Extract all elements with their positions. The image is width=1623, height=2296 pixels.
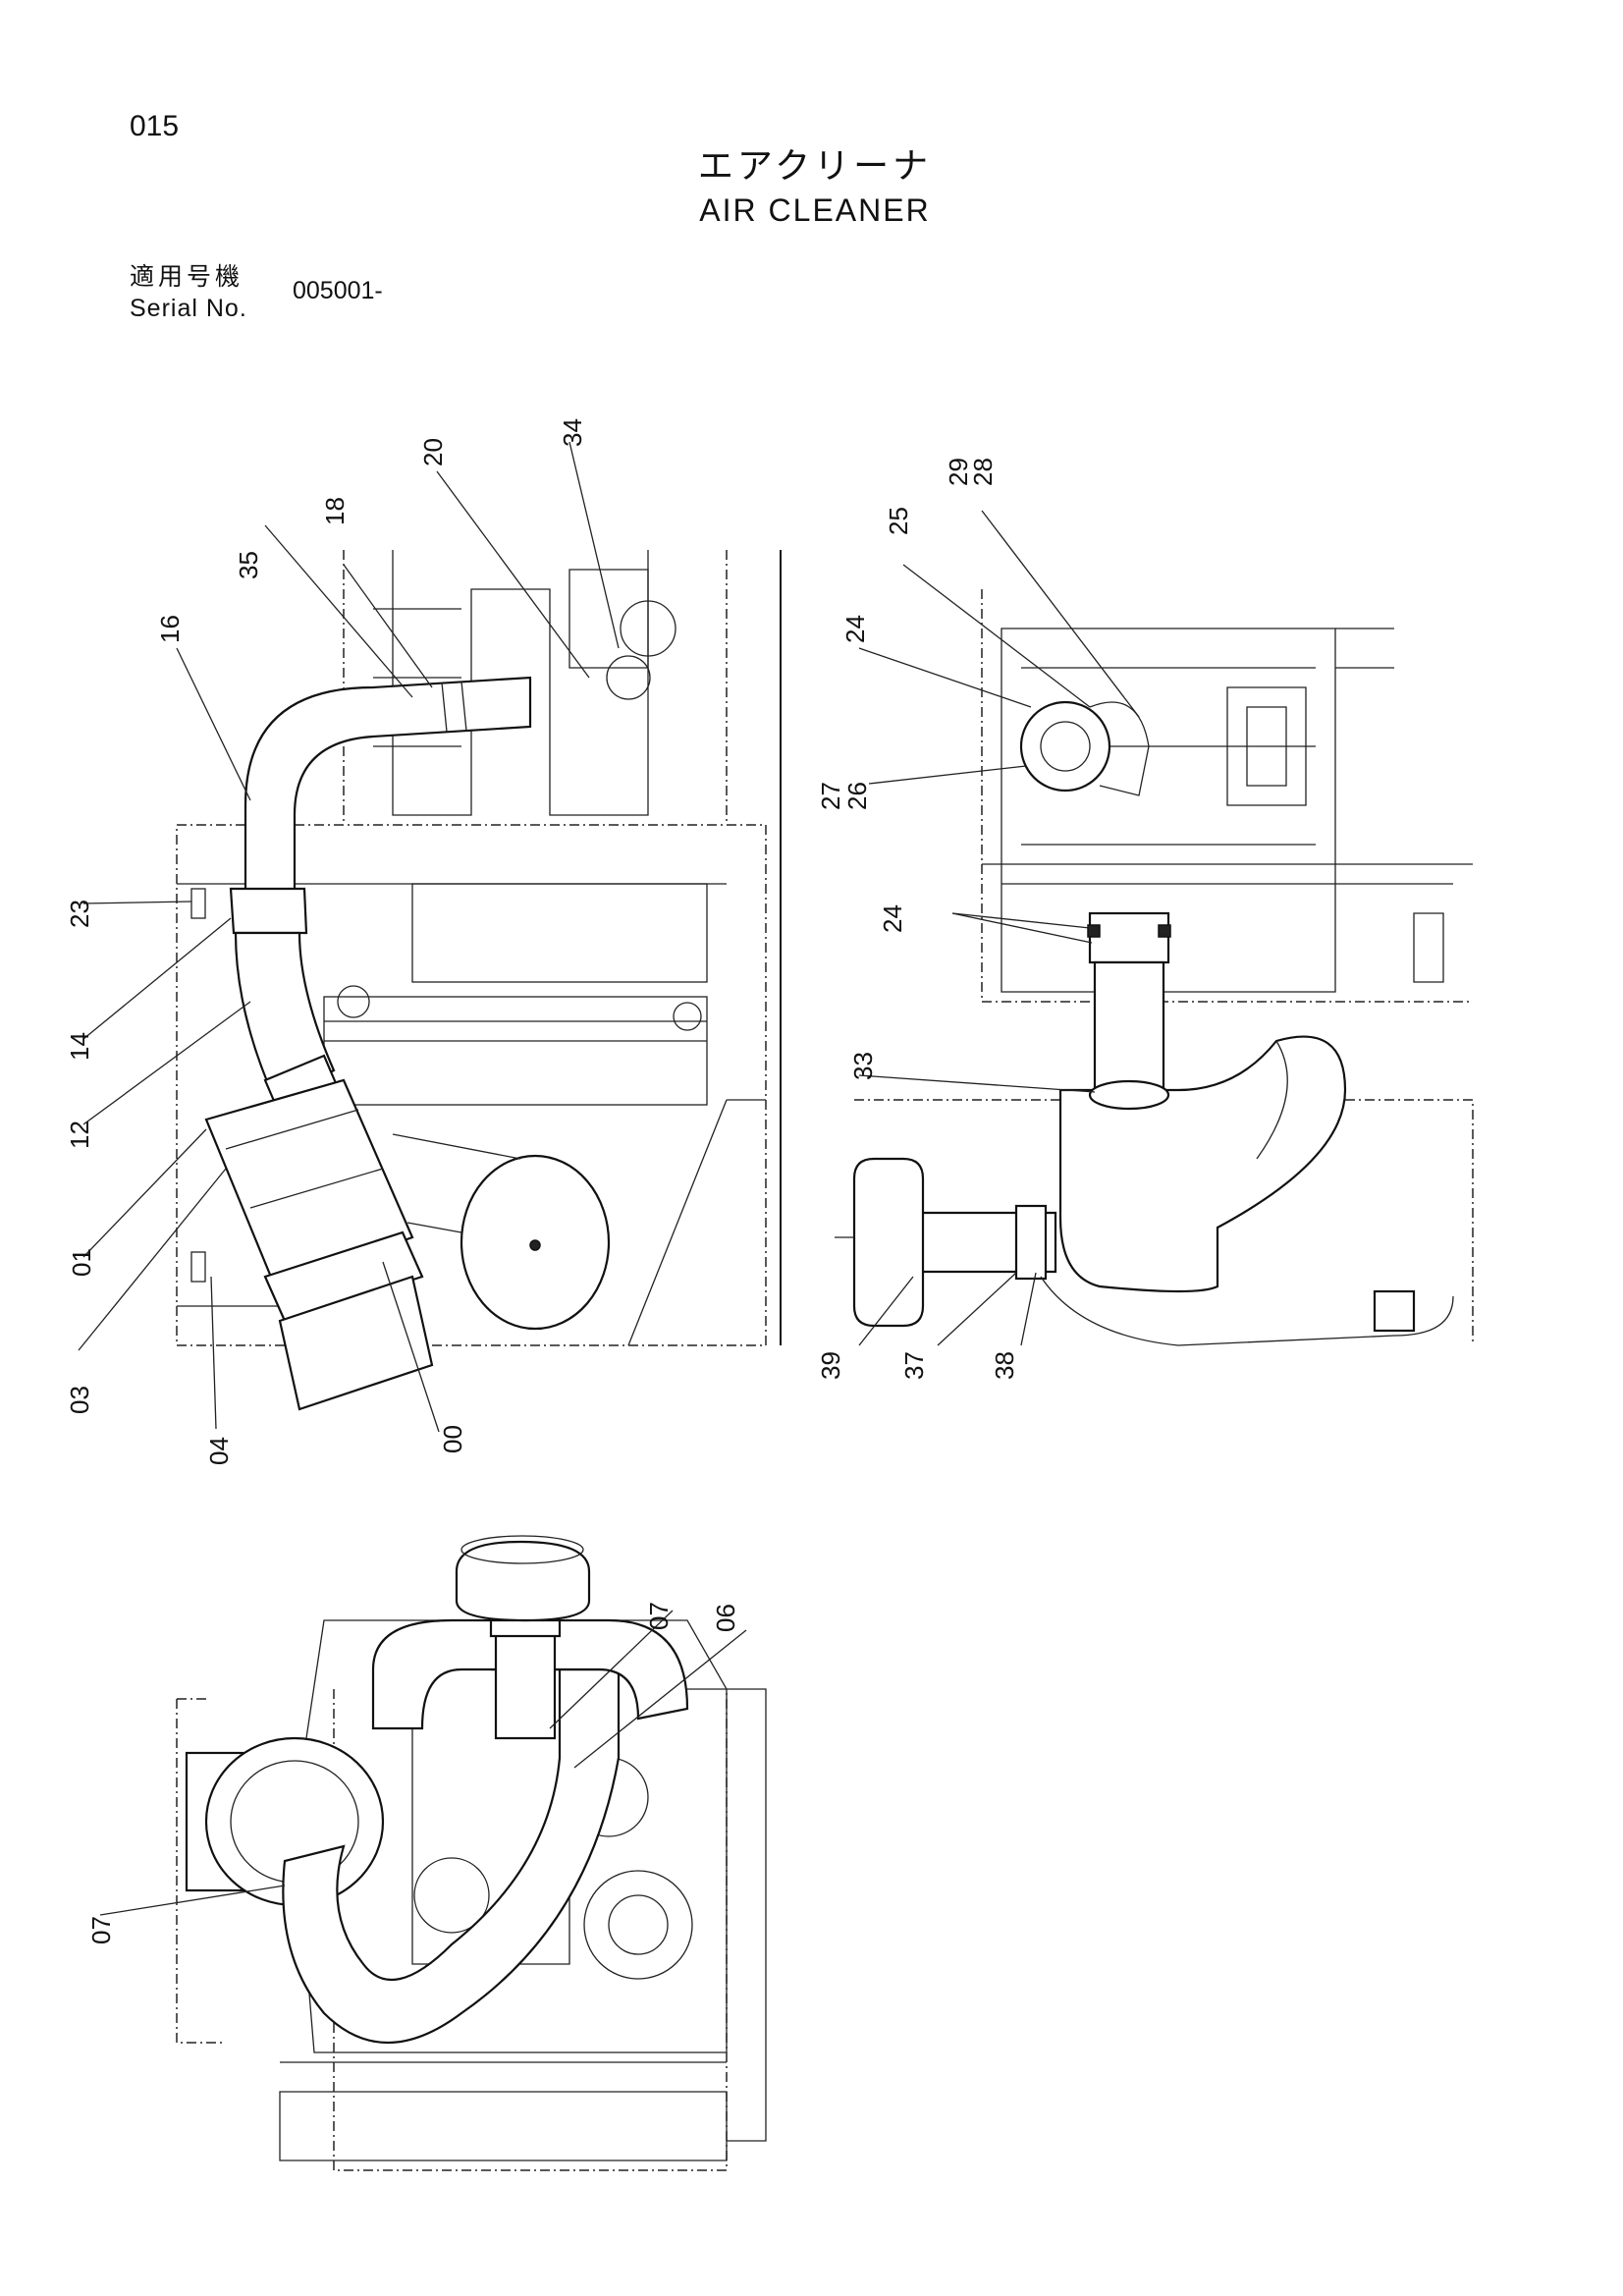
callout-20: 20 (418, 438, 448, 466)
serial-label-english: Serial No. (130, 295, 247, 322)
callout-01: 01 (67, 1248, 96, 1277)
end-view-drawing (835, 589, 1474, 1346)
callout-28: 28 (968, 458, 998, 486)
callout-07-lower: 07 (86, 1916, 116, 1944)
callout-18: 18 (320, 497, 350, 525)
serial-label-japanese: 適用号機 (130, 262, 244, 291)
callout-03: 03 (65, 1386, 94, 1414)
callout-27: 27 (816, 782, 845, 810)
title-japanese: エアクリーナ (697, 146, 933, 187)
callout-24-lower: 24 (878, 904, 907, 933)
callout-14: 14 (65, 1032, 94, 1061)
callout-labels: 00 01 03 04 12 14 23 16 35 18 20 34 24 2… (65, 418, 1019, 1944)
page-number: 015 (130, 110, 180, 142)
callout-24-upper: 24 (840, 615, 870, 643)
callout-35: 35 (234, 551, 263, 579)
callout-39: 39 (816, 1351, 845, 1380)
callout-12: 12 (65, 1121, 94, 1149)
callout-23: 23 (65, 900, 94, 928)
callout-leader-lines (78, 441, 1140, 1916)
title-english: AIR CLEANER (699, 192, 931, 228)
callout-00: 00 (438, 1425, 467, 1453)
top-view-drawing (176, 1535, 767, 2171)
serial-number-value: 005001- (293, 277, 383, 304)
callout-26: 26 (842, 782, 872, 810)
callout-07-upper: 07 (644, 1602, 674, 1630)
callout-04: 04 (204, 1437, 234, 1465)
callout-16: 16 (155, 615, 185, 643)
callout-34: 34 (558, 418, 587, 447)
callout-25: 25 (884, 507, 913, 535)
callout-37: 37 (899, 1351, 929, 1380)
callout-29: 29 (944, 458, 973, 486)
side-view-drawing (176, 550, 782, 1411)
callout-33: 33 (848, 1052, 878, 1080)
callout-38: 38 (990, 1351, 1019, 1380)
callout-06: 06 (711, 1604, 740, 1632)
